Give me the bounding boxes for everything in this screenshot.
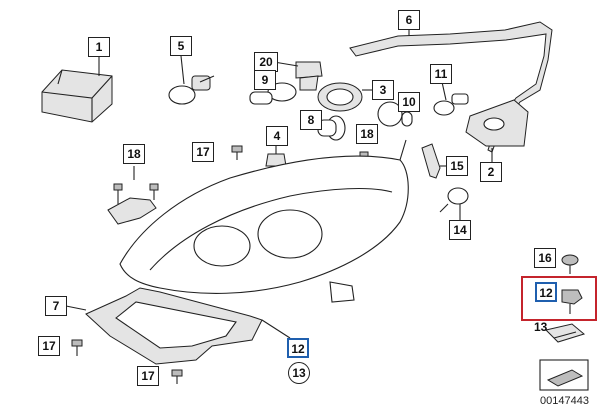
part-label-12-bottom: 12 <box>287 338 309 358</box>
part-label-14: 14 <box>449 220 471 240</box>
part-2-cover <box>465 99 529 147</box>
part-label-7: 7 <box>45 296 67 316</box>
part-12-nut <box>561 289 583 314</box>
part-label-18-left: 18 <box>123 144 145 164</box>
part-label-12-right: 12 <box>535 282 557 302</box>
part-label-4: 4 <box>266 126 288 146</box>
part-label-17-bottom: 17 <box>137 366 159 386</box>
part-label-16: 16 <box>534 248 556 268</box>
part-label-13-right: 13 <box>534 320 548 334</box>
part-17-screw-bottom <box>171 369 183 384</box>
part-label-8: 8 <box>300 110 322 130</box>
part-11-socket <box>433 81 469 116</box>
part-label-5: 5 <box>170 36 192 56</box>
catalog-icon <box>539 359 589 391</box>
highlight-box <box>521 276 597 321</box>
part-20-holder <box>295 61 323 91</box>
part-13-clip <box>545 323 586 343</box>
part-label-20: 20 <box>254 52 278 72</box>
part-16-grommet <box>377 101 403 127</box>
part-18-bracket <box>107 183 159 225</box>
part-label-2: 2 <box>480 162 502 182</box>
part-17-screw-top <box>231 145 243 160</box>
part-label-9: 9 <box>254 70 276 90</box>
part-7-bracket <box>85 287 263 365</box>
part-label-10: 10 <box>398 92 420 112</box>
part-label-11: 11 <box>430 64 452 84</box>
part-label-3: 3 <box>372 80 394 100</box>
part-17-screw-left <box>71 339 83 356</box>
part-8-bulb <box>310 115 346 141</box>
headlight-housing <box>119 139 409 303</box>
part-label-6: 6 <box>398 10 420 30</box>
catalog-number: 00147443 <box>540 395 589 407</box>
part-5-socket <box>168 75 215 105</box>
part-14-socket <box>439 187 469 220</box>
part-16-screw <box>561 254 579 274</box>
part-label-15: 15 <box>446 156 468 176</box>
part-1-box <box>41 69 113 123</box>
part-label-17-top: 17 <box>192 142 214 162</box>
part-3-cap <box>317 82 363 112</box>
part-label-13-bottom: 13 <box>288 362 310 384</box>
part-label-17-left: 17 <box>38 336 60 356</box>
part-label-1: 1 <box>88 37 110 57</box>
part-label-18-center: 18 <box>356 124 378 144</box>
part-15-bracket <box>421 143 441 179</box>
